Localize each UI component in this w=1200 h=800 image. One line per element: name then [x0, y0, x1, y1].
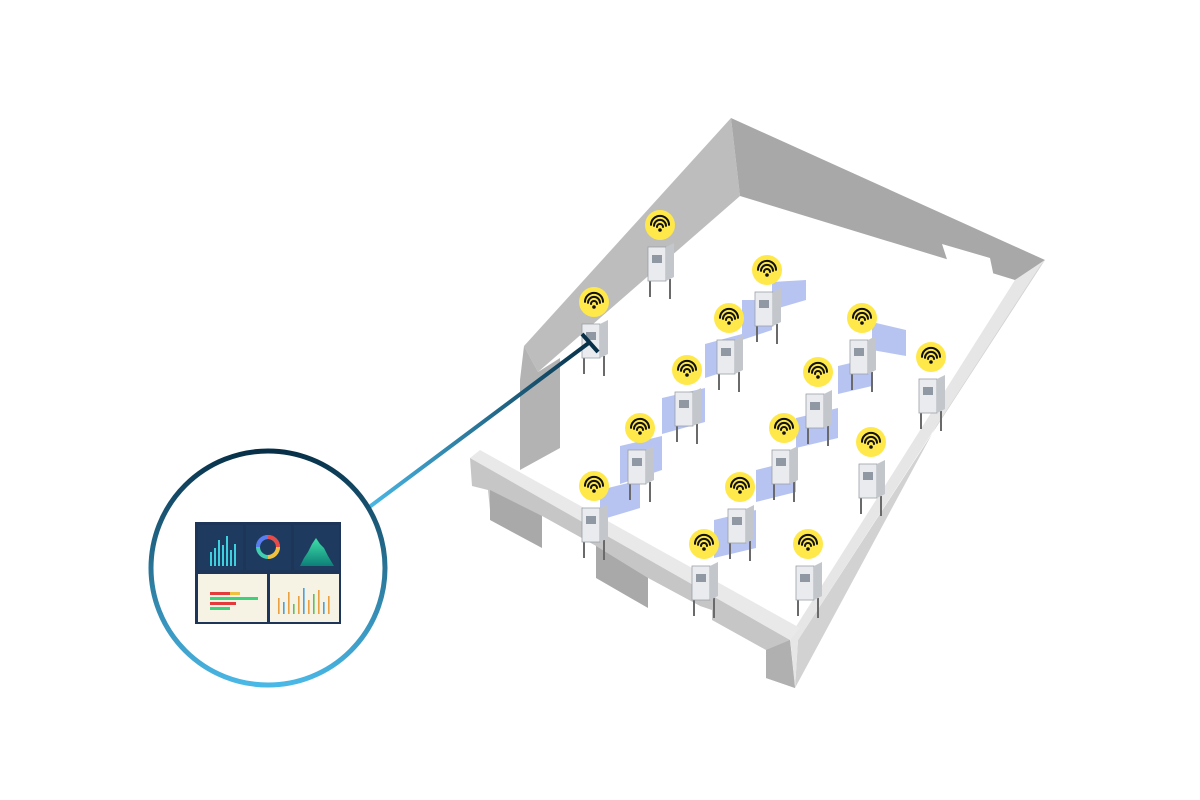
machine-m2[interactable]: [752, 255, 782, 344]
machine-m6[interactable]: [672, 355, 702, 444]
wifi-icon[interactable]: [579, 471, 609, 501]
hbar-chart-bars: [210, 592, 258, 610]
front-door-3: [648, 578, 712, 640]
machine-m15[interactable]: [793, 529, 823, 618]
machine-icon: [674, 388, 701, 444]
wifi-icon[interactable]: [856, 427, 886, 457]
front-pillar-3: [766, 640, 795, 688]
wifi-icon[interactable]: [645, 210, 675, 240]
machine-m1[interactable]: [645, 210, 675, 299]
connector-line: [366, 340, 592, 510]
wifi-icon[interactable]: [847, 303, 877, 333]
front-door-2: [542, 516, 596, 576]
wifi-icon[interactable]: [579, 287, 609, 317]
machine-m11[interactable]: [856, 427, 886, 516]
wifi-icon[interactable]: [803, 357, 833, 387]
machine-m5[interactable]: [847, 303, 877, 392]
back-right-wall: [731, 118, 1045, 280]
panel-donut-chart: [246, 525, 291, 570]
wifi-icon[interactable]: [625, 413, 655, 443]
machine-icon: [858, 460, 885, 516]
wifi-icon[interactable]: [916, 342, 946, 372]
wifi-icon[interactable]: [752, 255, 782, 285]
column-chart-bars: [278, 588, 330, 614]
wifi-icon[interactable]: [689, 529, 719, 559]
connector-tick: [580, 332, 600, 354]
bar-chart-bars: [210, 536, 236, 566]
dashboard-callout: [148, 448, 388, 688]
room: [470, 118, 1045, 688]
machine-m7[interactable]: [803, 357, 833, 446]
left-wall-stub: [520, 346, 560, 470]
machine-m12[interactable]: [579, 471, 609, 560]
machine-m10[interactable]: [769, 413, 799, 502]
wifi-icon[interactable]: [793, 529, 823, 559]
machine-m13[interactable]: [725, 472, 755, 561]
wifi-icon[interactable]: [769, 413, 799, 443]
wifi-icon[interactable]: [714, 303, 744, 333]
machine-icon: [849, 336, 876, 392]
machine-icon: [805, 390, 832, 446]
connector: [366, 332, 600, 510]
machine-icon: [716, 336, 743, 392]
panel-bar-chart: [198, 525, 243, 570]
machine-icon: [754, 288, 781, 344]
front-pillar-2: [596, 546, 648, 608]
machine-m8[interactable]: [916, 342, 946, 431]
machine-icon: [581, 320, 608, 376]
machine-icon: [627, 446, 654, 502]
donut-chart: [256, 535, 280, 559]
wifi-icon[interactable]: [672, 355, 702, 385]
machine-m4[interactable]: [714, 303, 744, 392]
back-right-door: [942, 244, 1000, 306]
machine-icon: [795, 562, 822, 618]
dashboard-icon: [195, 522, 341, 624]
machine-icon: [918, 375, 945, 431]
machine-icon: [771, 446, 798, 502]
machine-icon: [647, 243, 674, 299]
partition-panel: [872, 322, 906, 356]
machine-m9[interactable]: [625, 413, 655, 502]
machine-icon: [691, 562, 718, 618]
machine-m14[interactable]: [689, 529, 719, 618]
machines: [579, 210, 946, 618]
machine-icon: [727, 505, 754, 561]
back-left-wall: [524, 118, 740, 372]
machine-m3[interactable]: [579, 287, 609, 376]
wifi-icon[interactable]: [725, 472, 755, 502]
front-pillar-1: [490, 490, 542, 548]
machine-icon: [581, 504, 608, 560]
area-chart-shape: [300, 538, 334, 566]
